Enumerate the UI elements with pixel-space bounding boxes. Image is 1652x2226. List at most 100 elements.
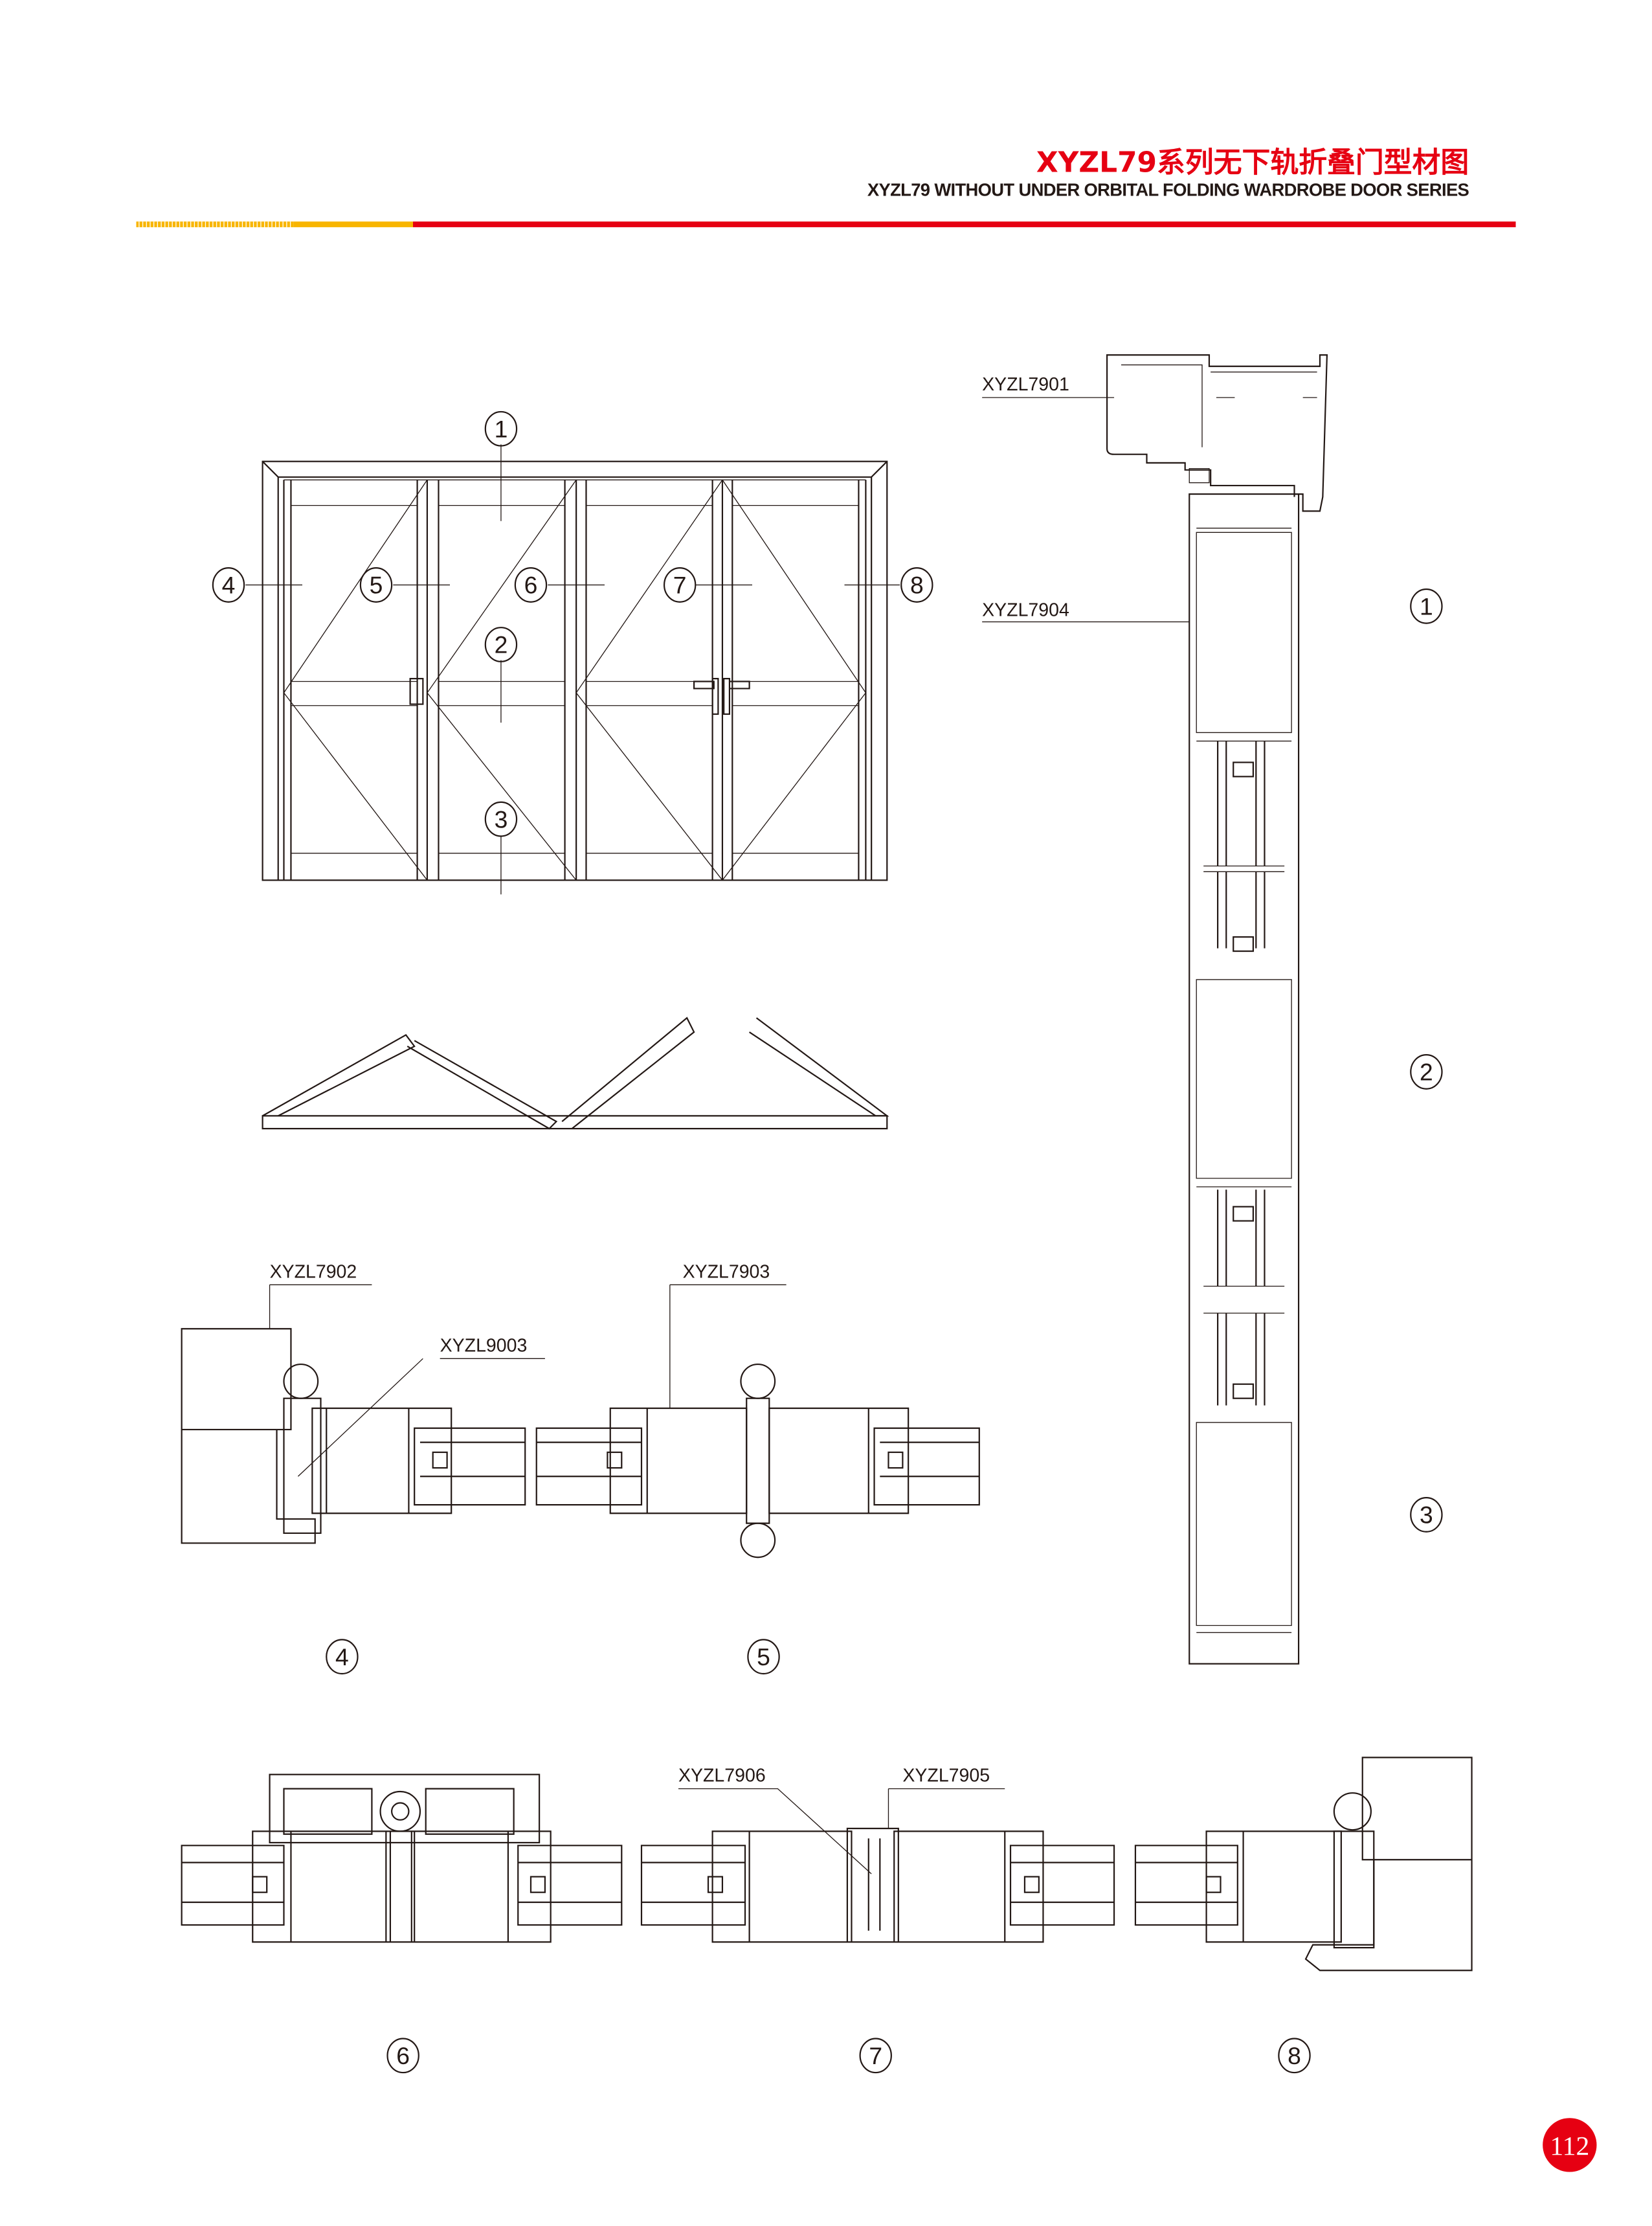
callout-2: 2	[484, 627, 518, 662]
drawing-line	[873, 1427, 980, 1506]
drawing-line	[1304, 1757, 1473, 1972]
label-xyzl9003: XYZL9003	[440, 1335, 528, 1356]
drawing-line	[252, 1830, 552, 1943]
drawing-line	[1410, 1497, 1443, 1533]
drawing-line	[1205, 1876, 1222, 1893]
drawing-line	[269, 1284, 545, 1477]
drawing-line	[1233, 1383, 1255, 1399]
drawing-line	[1121, 364, 1317, 484]
drawing-line	[432, 1451, 448, 1469]
drawing-line	[669, 1284, 787, 1409]
callout-7: 7	[663, 567, 697, 603]
drawing-line	[514, 567, 548, 603]
callout-number: 2	[495, 631, 508, 658]
drawing-line	[379, 1790, 421, 1832]
drawing-line	[326, 1639, 359, 1675]
drawing-line	[887, 1451, 904, 1469]
drawing-line	[414, 1427, 526, 1506]
drawing-line	[1233, 936, 1255, 952]
drawing-line	[1233, 1206, 1255, 1222]
callout-3: 3	[484, 801, 518, 837]
drawing-line	[484, 627, 518, 662]
drawing-line	[740, 1522, 776, 1558]
drawing-line	[1278, 2038, 1311, 2074]
callout-number: 8	[910, 572, 924, 599]
profile-7904-stack	[1189, 493, 1300, 1665]
callout-8b: 8	[1278, 2038, 1311, 2074]
callout-number: 6	[396, 2042, 410, 2069]
drawing-line	[1134, 1845, 1238, 1926]
drawing-line	[283, 1788, 515, 1835]
vertical-section-labels: XYZL7901 XYZL7904 1 2 3	[982, 374, 1443, 1533]
drawing-line	[746, 1397, 770, 1524]
callout-4: 4	[212, 567, 245, 603]
callout-number: 5	[370, 572, 383, 599]
callout-1: 1	[484, 410, 518, 447]
section-5: XYZL7903 5	[535, 1261, 980, 1675]
drawing-line	[283, 479, 867, 881]
drawing-line	[262, 1115, 888, 1130]
callout-6b: 6	[386, 2038, 419, 2074]
callout-7b: 7	[859, 2038, 892, 2074]
drawing-line	[640, 1845, 1115, 1926]
callout-4b: 4	[326, 1639, 359, 1675]
drawing-line	[391, 1802, 410, 1821]
drawing-line	[290, 480, 860, 881]
vs-callout-1: 1	[1410, 588, 1443, 624]
drawing-line	[1333, 1792, 1372, 1831]
callout-number: 7	[673, 572, 687, 599]
callout-6: 6	[514, 567, 548, 603]
drawing-line	[1333, 1830, 1375, 1949]
drawing-line	[212, 567, 245, 603]
label-xyzl7903: XYZL7903	[683, 1261, 770, 1282]
vs-callout-3: 3	[1410, 1497, 1443, 1533]
elevation-callouts: 1 2 3 4 5 6 7 8	[212, 410, 933, 837]
page-number: 112	[1550, 2131, 1589, 2161]
drawing-line	[262, 460, 888, 881]
drawing-line	[740, 1363, 776, 1399]
section-4: XYZL7902 XYZL9003 4	[181, 1261, 545, 1675]
drawing-line	[678, 1788, 1005, 1874]
title-chinese: XYZL79系列无下轨折叠门型材图	[1036, 146, 1469, 179]
drawing-line	[1217, 741, 1266, 1406]
callout-number: 1	[1420, 592, 1433, 620]
drawing-line	[262, 460, 888, 881]
drawing-line	[1023, 1876, 1040, 1893]
callout-number: 6	[524, 572, 538, 599]
drawing-line	[535, 1427, 643, 1506]
callout-number: 1	[495, 415, 508, 442]
drawing-line	[900, 567, 933, 603]
drawing-line	[181, 1845, 623, 1926]
drawing-line	[484, 410, 518, 447]
stripe-red	[413, 221, 1516, 227]
drawing-line	[663, 567, 697, 603]
section-7: XYZL7906 XYZL7905 7	[640, 1766, 1115, 2074]
drawing-line	[484, 801, 518, 837]
callout-number: 4	[335, 1643, 349, 1670]
handle-left	[409, 678, 424, 705]
callout-number: 2	[1420, 1059, 1433, 1086]
drawing-line	[284, 479, 866, 854]
door-elevation	[245, 444, 900, 895]
handle-pair	[693, 678, 750, 715]
section-6: 6	[181, 1773, 623, 2074]
drawing-line	[1205, 1830, 1342, 1943]
callout-number: 3	[495, 805, 508, 833]
stripe-solid-yellow	[293, 221, 413, 227]
drawing-line	[386, 2038, 419, 2074]
callout-number: 7	[869, 2042, 882, 2069]
drawing-line	[747, 1639, 780, 1675]
callout-8: 8	[900, 567, 933, 603]
stripe-dashed-yellow	[136, 221, 294, 227]
vs-callout-2: 2	[1410, 1054, 1443, 1090]
vertical-section	[1106, 354, 1328, 1665]
callout-5b: 5	[747, 1639, 780, 1675]
label-xyzl7902: XYZL7902	[270, 1261, 357, 1282]
callout-number: 5	[757, 1643, 770, 1670]
drawing-line	[269, 1773, 541, 1844]
drawing-line	[530, 1876, 546, 1893]
callout-5: 5	[359, 567, 393, 603]
drawing-line	[359, 567, 393, 603]
